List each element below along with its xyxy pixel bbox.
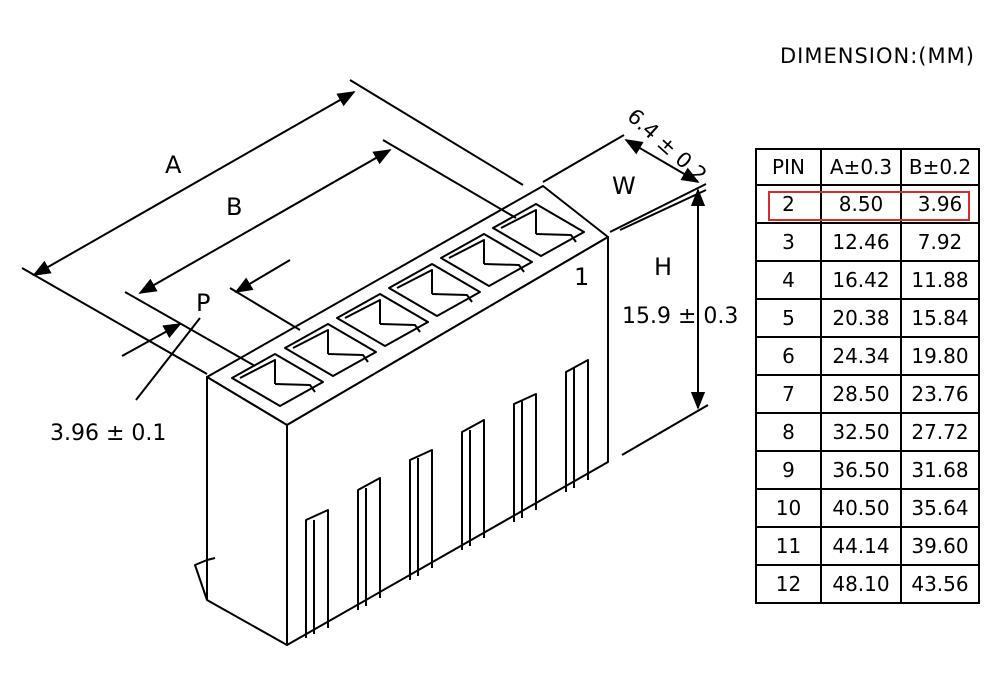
- b-cell: 15.84: [900, 298, 980, 338]
- pin-cell: 6: [755, 336, 822, 376]
- b-cell: 23.76: [900, 374, 980, 414]
- pin-cell: 12: [755, 564, 822, 604]
- label-pin-one: 1: [574, 263, 589, 291]
- a-cell: 28.50: [820, 374, 902, 414]
- table-header-row: PIN A±0.3 B±0.2: [755, 148, 980, 186]
- pin-cell: 4: [755, 260, 822, 300]
- housing-body: [194, 185, 609, 646]
- cavities: [231, 203, 585, 407]
- b-cell: 39.60: [900, 526, 980, 566]
- a-cell: 8.50: [820, 184, 902, 224]
- b-cell: 43.56: [900, 564, 980, 604]
- a-cell: 44.14: [820, 526, 902, 566]
- a-cell: 40.50: [820, 488, 902, 528]
- b-cell: 31.68: [900, 450, 980, 490]
- a-cell: 16.42: [820, 260, 902, 300]
- label-p: P: [196, 289, 210, 317]
- header-a: A±0.3: [820, 148, 902, 186]
- label-a: A: [165, 151, 182, 179]
- b-cell: 35.64: [900, 488, 980, 528]
- a-cell: 32.50: [820, 412, 902, 452]
- pin-cell: 10: [755, 488, 822, 528]
- housing-ribs: [305, 359, 589, 638]
- label-height: 15.9 ± 0.3: [622, 304, 738, 329]
- pin-cell: 5: [755, 298, 822, 338]
- header-pin: PIN: [755, 148, 822, 186]
- a-cell: 36.50: [820, 450, 902, 490]
- a-cell: 24.34: [820, 336, 902, 376]
- label-h: H: [654, 253, 672, 281]
- dimension-w: [542, 134, 707, 233]
- b-cell: 27.72: [900, 412, 980, 452]
- dimension-units-title: DIMENSION:(MM): [780, 44, 975, 68]
- dimension-b: [124, 139, 517, 367]
- pin-cell: 8: [755, 412, 822, 452]
- b-cell: 19.80: [900, 336, 980, 376]
- pin-cell: 11: [755, 526, 822, 566]
- pin-cell: 3: [755, 222, 822, 262]
- label-b: B: [226, 193, 242, 221]
- label-pitch: 3.96 ± 0.1: [50, 421, 166, 446]
- b-cell: 3.96: [900, 184, 980, 224]
- a-cell: 48.10: [820, 564, 902, 604]
- pin-cell: 9: [755, 450, 822, 490]
- label-w: W: [612, 172, 636, 200]
- dimension-h: [619, 188, 709, 456]
- b-cell: 7.92: [900, 222, 980, 262]
- pin-cell: 7: [755, 374, 822, 414]
- header-b: B±0.2: [900, 148, 980, 186]
- b-cell: 11.88: [900, 260, 980, 300]
- pin-cell: 2: [755, 184, 822, 224]
- dimension-p: [121, 259, 301, 401]
- a-cell: 20.38: [820, 298, 902, 338]
- a-cell: 12.46: [820, 222, 902, 262]
